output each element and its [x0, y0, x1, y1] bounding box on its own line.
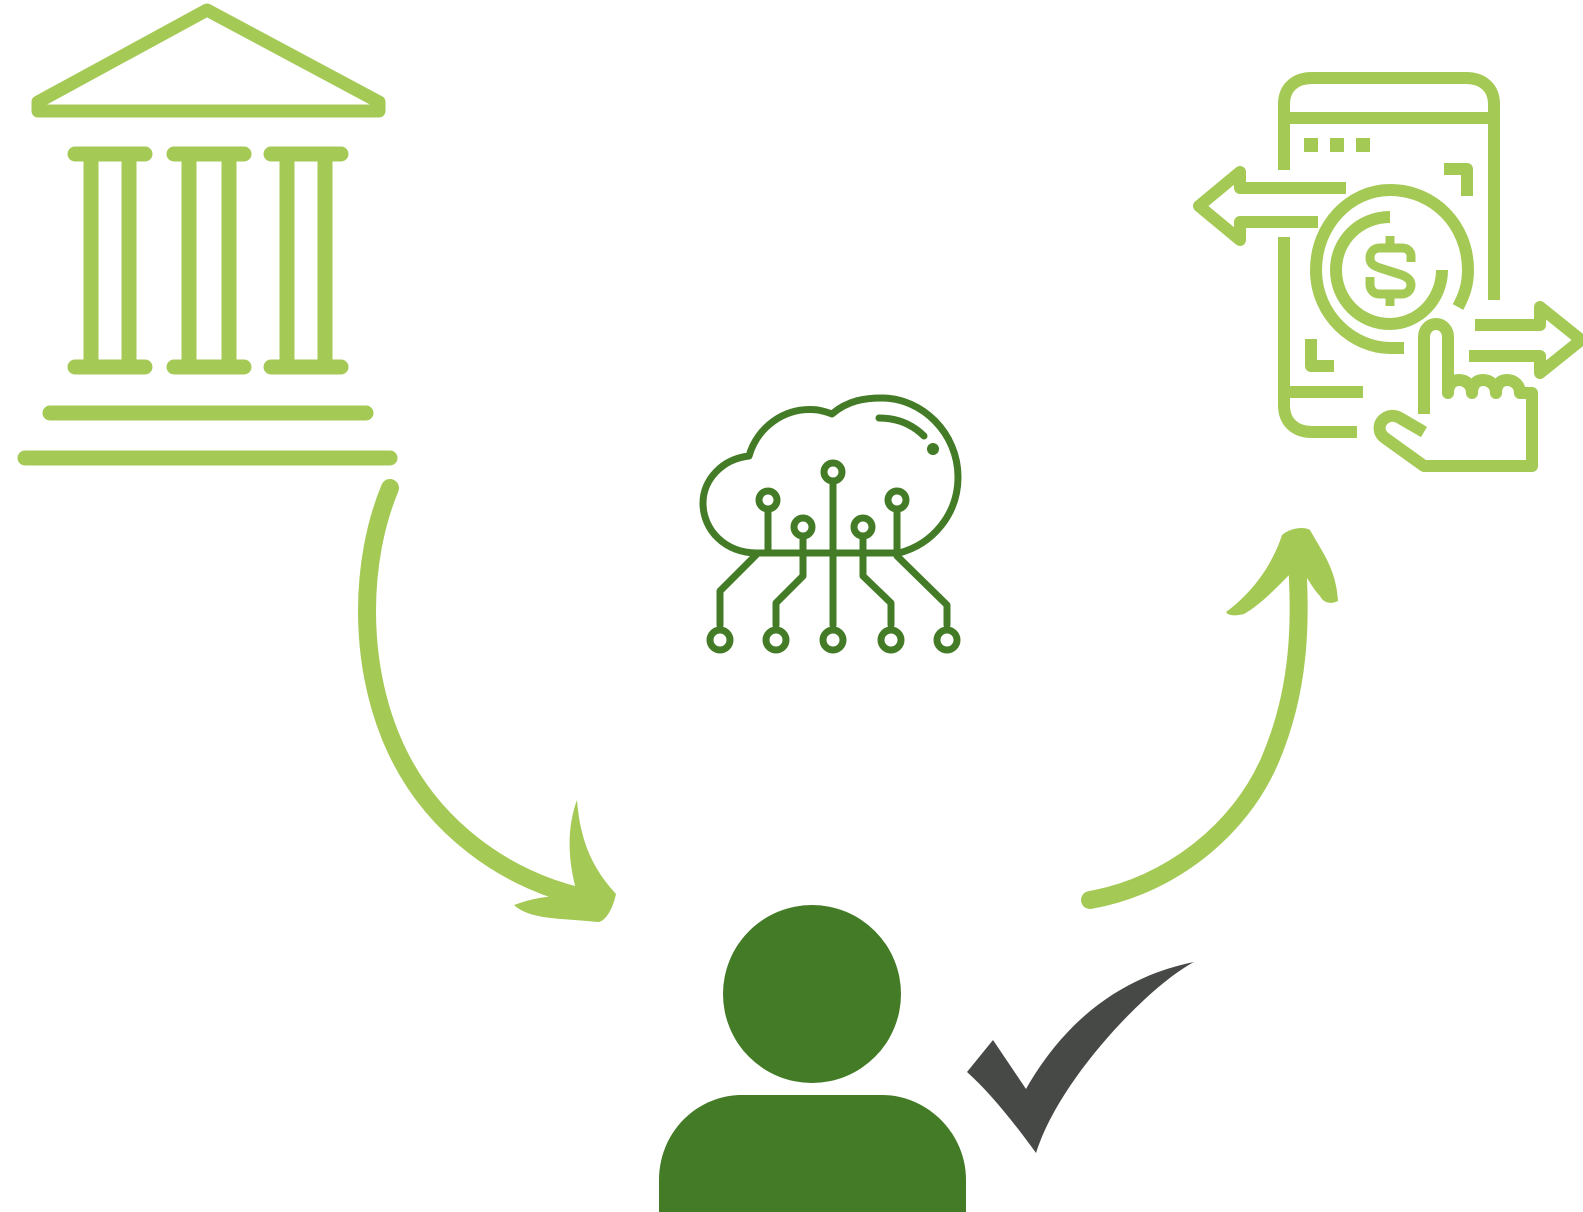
user-body	[659, 1095, 966, 1212]
bank-column-right	[263, 146, 349, 375]
cloud-network-icon	[699, 394, 962, 654]
phone-menu-dots	[1304, 138, 1370, 152]
user-head	[723, 905, 901, 1083]
mobile-payment-icon	[1193, 72, 1583, 472]
curved-arrow-down-icon	[358, 479, 616, 922]
bank-building-icon	[17, 3, 398, 466]
checkmark-icon	[967, 962, 1194, 1153]
dollar-sign-icon	[1365, 236, 1416, 306]
bank-column-middle	[166, 146, 252, 375]
user-icon	[659, 905, 966, 1212]
bank-column-left	[67, 146, 153, 375]
curved-arrow-up-icon	[1081, 527, 1338, 909]
